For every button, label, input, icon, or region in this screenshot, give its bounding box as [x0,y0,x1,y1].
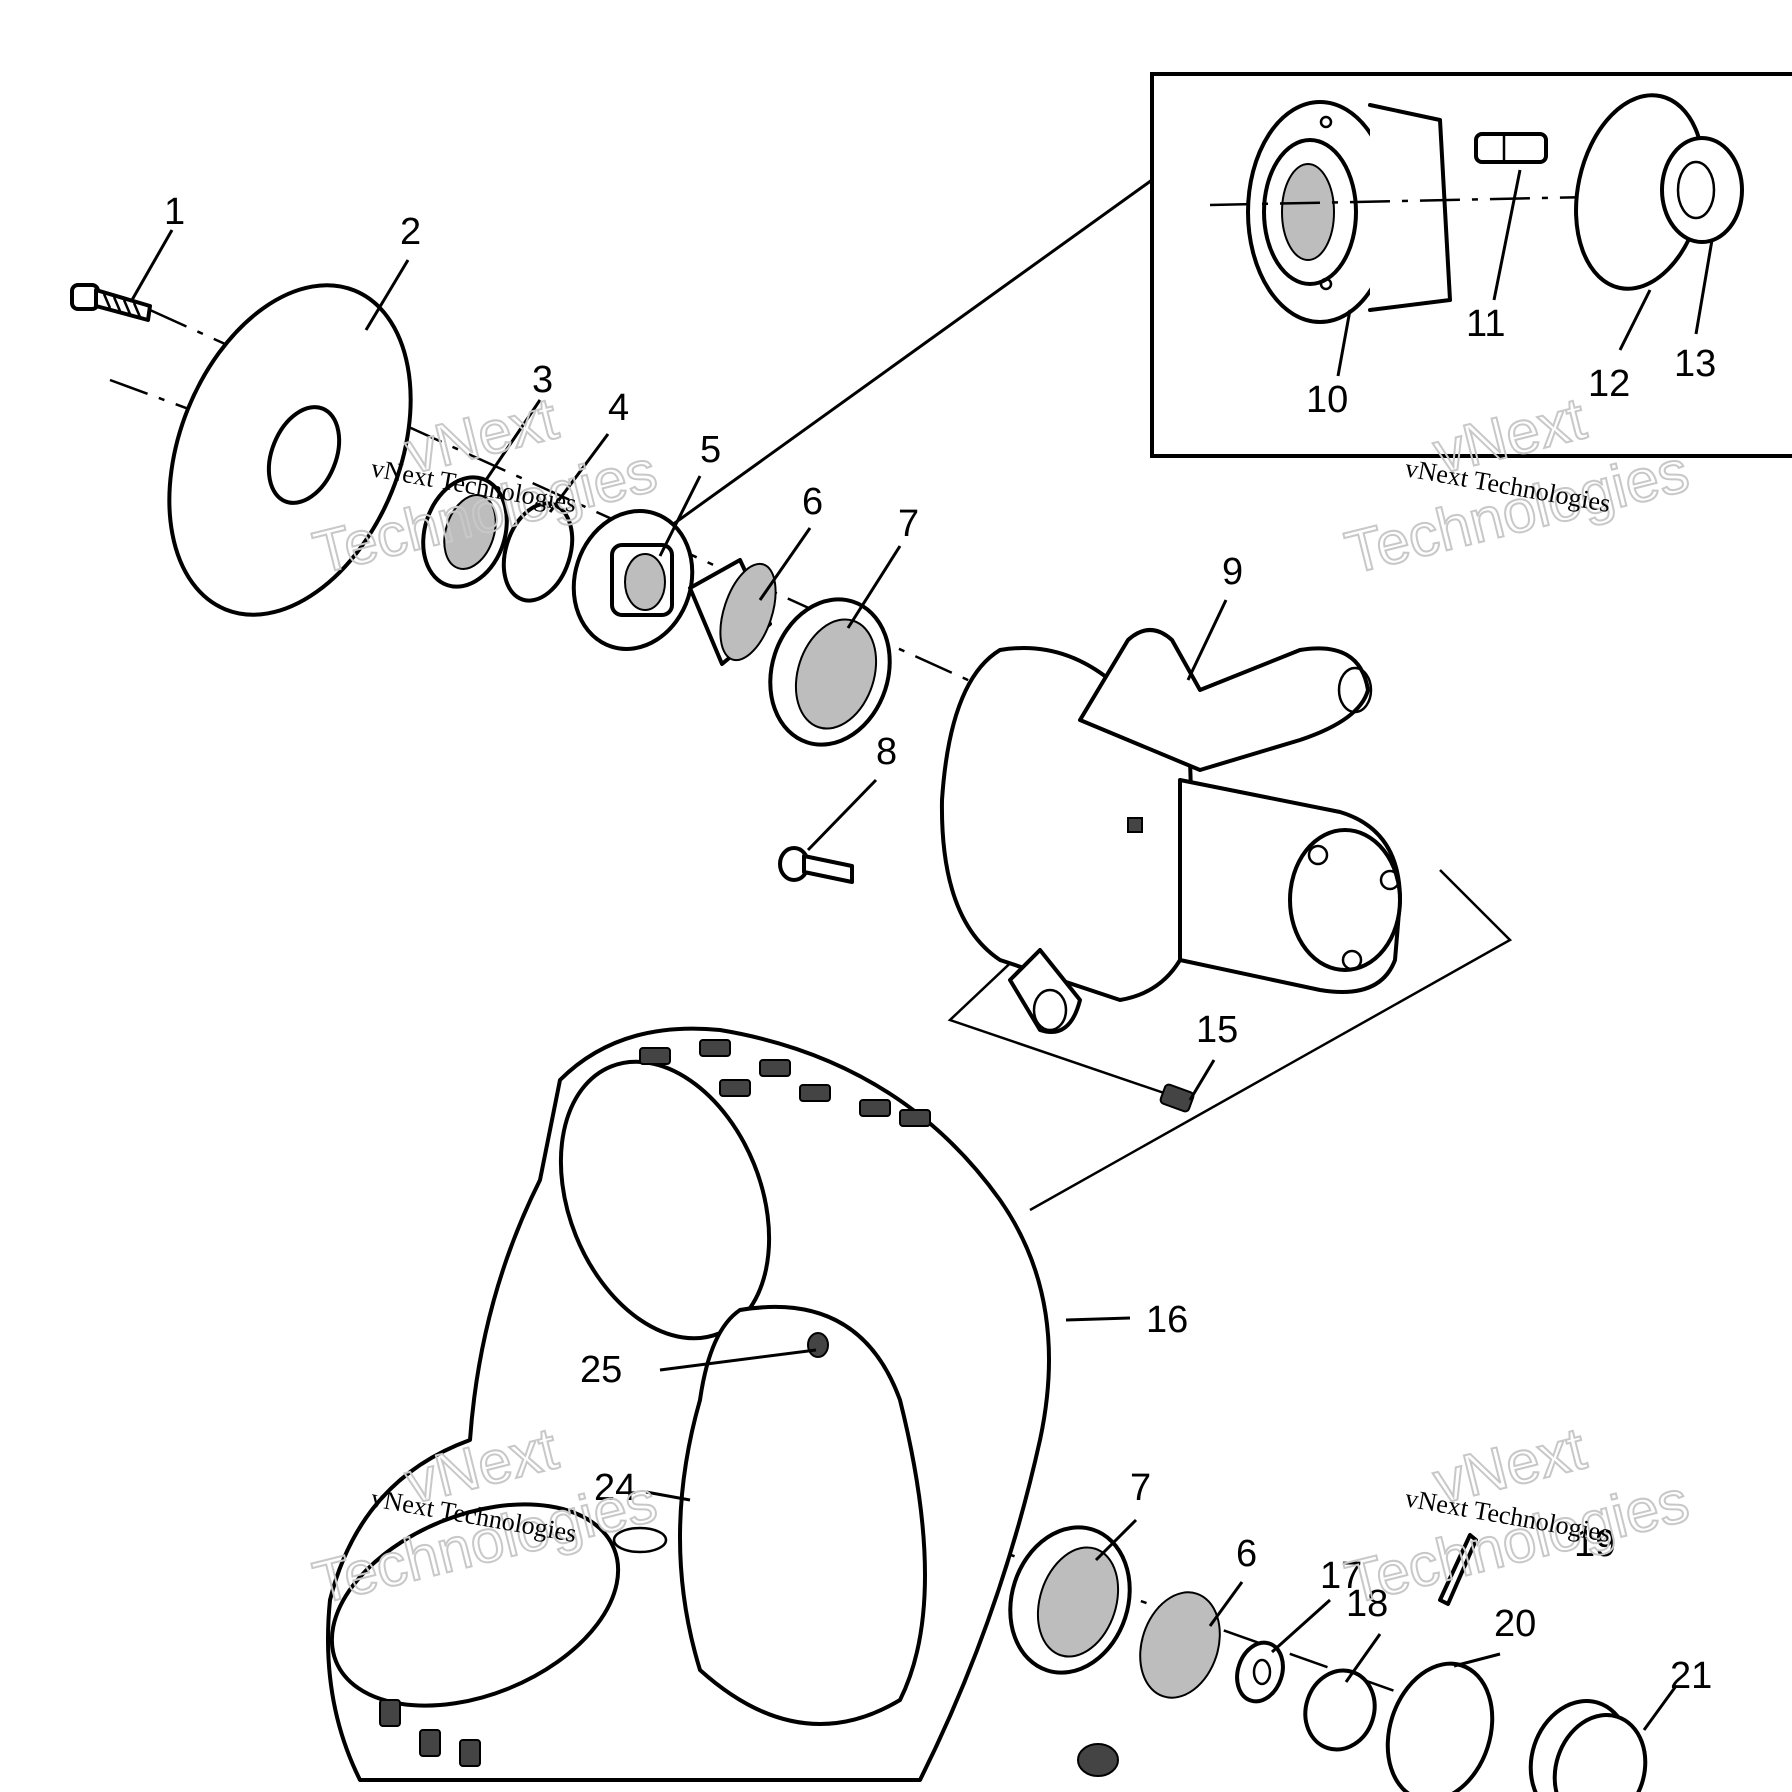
leader-lines [130,169,1714,1731]
part-4-snap-ring [501,501,575,603]
part-10-clutch-body [1246,100,1452,324]
part-24-rim [612,1526,668,1554]
part-17-washer [1235,1640,1285,1704]
callout-25: 25 [580,1349,622,1391]
callout-6: 6 [802,481,823,523]
callout-16: 16 [1146,1299,1188,1341]
callout-9: 9 [1222,551,1243,593]
callout-5: 5 [700,429,721,471]
part-19-cotter-pin [1438,1533,1478,1606]
callout-13: 13 [1674,343,1716,385]
part-15-set-screw [1159,1083,1195,1113]
part-6-bearing-lower [1139,1591,1221,1699]
part-25-valve-stem [807,1332,829,1358]
callout-3: 3 [532,359,553,401]
part-5-hub [571,509,695,651]
callout-1: 1 [164,191,185,233]
reference-outline [1029,869,1513,1212]
callout-6-lower: 6 [1236,1533,1257,1575]
part-2-washer-disc [167,283,413,617]
callout-7-lower: 7 [1130,1467,1151,1509]
callout-10: 10 [1306,379,1348,421]
callout-labels: 1 2 3 4 5 6 7 8 9 10 11 12 13 15 16 25 2… [164,191,1716,1697]
part-16-tire [326,1026,1051,1782]
part-13-bushing [1660,136,1744,244]
callout-21: 21 [1670,1655,1712,1697]
lower-lug-nut [1077,1743,1119,1777]
part-20-o-ring [1385,1661,1495,1792]
part-11-pin [1474,132,1548,164]
part-6-bearing-upper [688,558,777,666]
callout-4: 4 [608,387,629,429]
inset-leader-line [639,178,1153,550]
part-9-knuckle [939,628,1402,1034]
callout-19: 19 [1574,1523,1616,1565]
callout-2: 2 [400,211,421,253]
callout-15: 15 [1196,1009,1238,1051]
part-8-bolt [778,846,854,884]
callout-7: 7 [898,503,919,545]
callout-8: 8 [876,731,897,773]
callout-24: 24 [594,1467,636,1509]
watermark-bottom-right: vNext Technologies vNext Technologies [1338,1413,1696,1617]
inset-axis [1209,194,1641,207]
part-3-seal [421,475,509,589]
part-7-race-lower [1008,1525,1132,1675]
part-18-nut [1303,1668,1377,1752]
callout-11: 11 [1466,303,1505,345]
callout-20: 20 [1494,1603,1536,1645]
callout-17: 17 [1320,1555,1362,1597]
part-1-bolt [70,283,152,322]
callout-18: 18 [1346,1583,1388,1625]
callout-12: 12 [1588,363,1630,405]
part-21-hub-cap [1528,1699,1648,1792]
part-7-race-upper [768,597,892,747]
